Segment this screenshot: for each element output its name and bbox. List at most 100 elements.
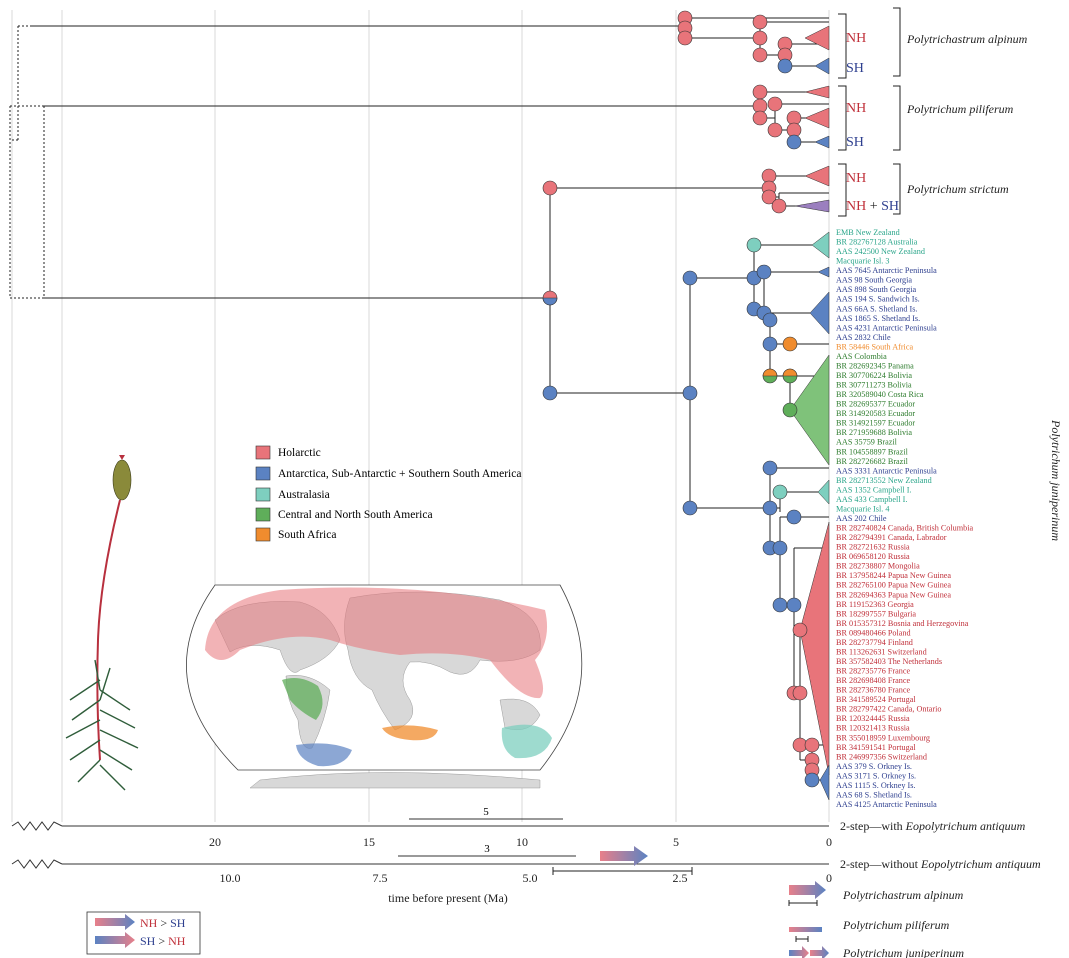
node-pie <box>542 385 558 401</box>
tip-label: BR 282738807 Mongolia <box>836 562 920 571</box>
tip-label: BR 282736780 France <box>836 686 911 695</box>
tip-label: AAS 7645 Antarctic Peninsula <box>836 266 937 275</box>
node-pie <box>677 30 693 46</box>
svg-text:3: 3 <box>484 843 490 855</box>
tip-label: BR 113262631 Switzerland <box>836 648 927 657</box>
node-pie <box>762 500 778 516</box>
svg-text:7.5: 7.5 <box>373 871 388 885</box>
svg-text:Central and North South Americ: Central and North South America <box>278 509 433 521</box>
node-pie <box>772 540 788 556</box>
tip-label: AAS Colombia <box>836 352 887 361</box>
tip-label: AAS 3331 Antarctic Peninsula <box>836 466 937 475</box>
time-axis-with: 20 15 10 5 0 2-step—with Eopolytrichum a… <box>11 806 1026 849</box>
svg-text:Antarctica, Sub-Antarctic + So: Antarctica, Sub-Antarctic + Southern Sou… <box>278 468 521 480</box>
tip-label: BR 282692345 Panama <box>836 362 914 371</box>
tip-label: Macquarie Isl. 4 <box>836 505 889 514</box>
tip-label: BR 120321413 Russia <box>836 724 910 733</box>
node-pie <box>752 47 768 63</box>
svg-text:NH: NH <box>846 101 866 116</box>
tip-label: BR 137958244 Papua New Guinea <box>836 571 951 580</box>
clade-name-juniperinum: Polytrichum juniperinum <box>1049 419 1063 541</box>
node-pie <box>752 110 768 126</box>
svg-text:15: 15 <box>363 835 375 849</box>
svg-text:NH: NH <box>846 31 866 46</box>
tip-label: AAS 898 South Georgia <box>836 285 916 294</box>
node-pie <box>767 96 783 112</box>
node-pie <box>804 737 820 753</box>
tip-label: BR 355018959 Luxembourg <box>836 733 930 742</box>
node-pie <box>786 597 802 613</box>
tip-label: AAS 4125 Antarctic Peninsula <box>836 800 937 809</box>
node-pie <box>682 385 698 401</box>
tip-label: BR 282735776 France <box>836 667 911 676</box>
tip-label: BR 282765100 Papua New Guinea <box>836 581 951 590</box>
svg-text:NH: NH <box>846 171 866 186</box>
clade-name-piliferum: Polytrichum piliferum <box>906 102 1014 116</box>
node-pie <box>786 134 802 150</box>
tip-label: BR 282698408 France <box>836 676 911 685</box>
tip-label: BR 246997356 Switzerland <box>836 752 927 761</box>
node-pie <box>771 198 787 214</box>
clade-name-strictum: Polytrichum strictum <box>906 182 1009 196</box>
svg-text:Polytrichum juniperinum: Polytrichum juniperinum <box>842 946 964 958</box>
node-pie <box>752 84 768 100</box>
tip-label: BR 341591541 Portugal <box>836 743 916 752</box>
svg-text:5: 5 <box>483 806 489 818</box>
svg-text:NH + SH: NH + SH <box>846 199 899 214</box>
svg-text:20: 20 <box>209 835 221 849</box>
tip-label: AAS 194 S. Sandwich Is. <box>836 295 920 304</box>
tip-label: BR 282794391 Canada, Labrador <box>836 533 947 542</box>
svg-text:2-step—without Eopolytrichum a: 2-step—without Eopolytrichum antiquum <box>840 857 1041 871</box>
svg-text:SH > NH: SH > NH <box>140 934 186 948</box>
tip-label: BR 58446 South Africa <box>836 342 913 351</box>
tip-label: BR 104558897 Brazil <box>836 447 909 456</box>
tip-label: AAS 433 Campbell I. <box>836 495 907 504</box>
node-pie <box>777 58 793 74</box>
tip-label: AAS 35759 Brazil <box>836 438 898 447</box>
region-legend: Holarctic Antarctica, Sub-Antarctic + So… <box>255 445 521 542</box>
node-pie <box>762 312 778 328</box>
tip-label: BR 282767128 Australia <box>836 238 918 247</box>
tip-label: BR 282721632 Russia <box>836 543 910 552</box>
migration-rows: Polytrichastrum alpinum Polytrichum pili… <box>552 846 964 958</box>
tip-label: AAS 66A S. Shetland Is. <box>836 304 917 313</box>
svg-text:2.5: 2.5 <box>673 871 688 885</box>
tip-label: EMB New Zealand <box>836 228 900 237</box>
svg-text:10: 10 <box>516 835 528 849</box>
tip-label: BR 357582403 The Netherlands <box>836 657 942 666</box>
clade-name-alpinum: Polytrichastrum alpinum <box>906 32 1028 46</box>
node-pie <box>804 772 820 788</box>
svg-text:SH: SH <box>846 61 864 76</box>
node-pie <box>761 189 777 205</box>
tip-label: AAS 4231 Antarctic Peninsula <box>836 323 937 332</box>
tip-label: AAS 1865 S. Shetland Is. <box>836 314 920 323</box>
svg-text:Australasia: Australasia <box>278 489 330 501</box>
tip-label: Macquarie Isl. 3 <box>836 257 889 266</box>
clade-names: Polytrichastrum alpinum Polytrichum pili… <box>906 32 1063 541</box>
tip-label: BR 282740824 Canada, British Columbia <box>836 524 974 533</box>
tip-label: BR 282694363 Papua New Guinea <box>836 590 951 599</box>
node-pie <box>786 509 802 525</box>
tip-label: AAS 68 S. Shetland Is. <box>836 791 912 800</box>
svg-text:2-step—with Eopolytrichum anti: 2-step—with Eopolytrichum antiquum <box>840 819 1026 833</box>
tip-label: BR 307711273 Bolivia <box>836 381 912 390</box>
node-pie <box>542 180 558 196</box>
node-pie <box>682 500 698 516</box>
svg-text:Polytrichum piliferum: Polytrichum piliferum <box>842 918 950 932</box>
svg-text:10.0: 10.0 <box>220 871 241 885</box>
tip-label: BR 182997557 Bulgaria <box>836 609 916 618</box>
node-pie <box>772 484 788 500</box>
ancestral-range-pies <box>542 10 820 788</box>
svg-text:Polytrichastrum alpinum: Polytrichastrum alpinum <box>842 888 964 902</box>
tip-label: BR 320589040 Costa Rica <box>836 390 924 399</box>
tip-label: AAS 2832 Chile <box>836 333 891 342</box>
tip-label: AAS 3171 S. Orkney Is. <box>836 771 916 780</box>
tip-label: AAS 379 S. Orkney Is. <box>836 762 912 771</box>
tip-label: BR 119152363 Georgia <box>836 600 914 609</box>
node-pie <box>767 122 783 138</box>
node-pie <box>752 14 768 30</box>
direction-legend: NH > SH SH > NH <box>86 911 201 955</box>
tip-label: BR 089480466 Poland <box>836 628 911 637</box>
